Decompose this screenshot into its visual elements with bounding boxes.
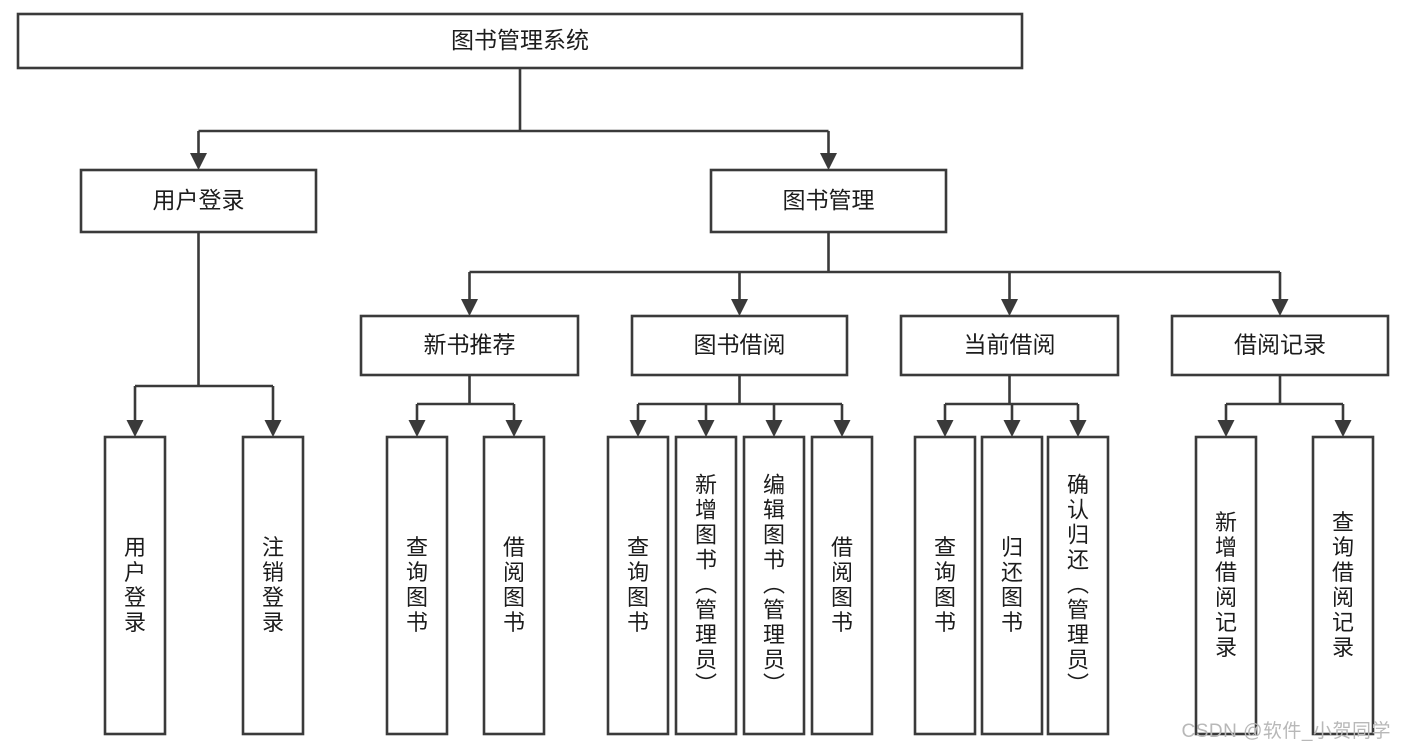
node-label-leaf-borrow-lend: 借阅图书 — [831, 535, 853, 635]
arrow-head-icon — [126, 420, 144, 437]
node-box-leaf-rec-borrow — [482, 435, 546, 736]
node-leaf-borrow-add[interactable]: 新增图书︵管理员︶ — [674, 435, 738, 736]
arrow-head-icon — [1217, 420, 1235, 437]
node-label-new-book-rec: 新书推荐 — [424, 332, 516, 358]
node-box-new-book-rec — [359, 314, 580, 377]
node-label-leaf-record-add: 新增借阅记录 — [1215, 510, 1237, 660]
connectors-layer — [126, 68, 1352, 437]
node-box-book-borrow — [630, 314, 849, 377]
arrow-head-icon — [1001, 299, 1018, 316]
node-label-current-borrow: 当前借阅 — [964, 332, 1056, 358]
arrow-head-icon — [697, 420, 715, 437]
node-box-leaf-current-query — [913, 435, 977, 736]
node-label-leaf-rec-query: 查询图书 — [406, 535, 428, 635]
arrow-head-icon — [936, 420, 954, 437]
node-box-leaf-current-return — [980, 435, 1044, 736]
arrow-head-icon — [1069, 420, 1087, 437]
node-leaf-rec-borrow[interactable]: 借阅图书 — [482, 435, 546, 736]
node-label-root: 图书管理系统 — [451, 27, 589, 53]
node-leaf-current-query[interactable]: 查询图书 — [913, 435, 977, 736]
node-box-leaf-current-confirm — [1046, 435, 1110, 736]
node-user-login[interactable]: 用户登录 — [79, 168, 318, 234]
node-box-borrow-record — [1170, 314, 1390, 377]
node-box-book-manage — [709, 168, 948, 234]
arrow-head-icon — [190, 153, 207, 170]
node-label-leaf-current-confirm: 确认归还︵管理员︶ — [1067, 473, 1089, 698]
node-label-book-manage: 图书管理 — [783, 187, 875, 213]
node-label-leaf-user-logout: 注销登录 — [262, 535, 284, 635]
node-label-leaf-current-query: 查询图书 — [934, 535, 956, 635]
node-leaf-borrow-lend[interactable]: 借阅图书 — [810, 435, 874, 736]
node-leaf-current-return[interactable]: 归还图书 — [980, 435, 1044, 736]
node-box-leaf-borrow-edit — [742, 435, 806, 736]
arrow-head-icon — [1003, 420, 1021, 437]
node-box-leaf-record-add — [1194, 435, 1258, 736]
node-label-leaf-user-login: 用户登录 — [124, 535, 146, 635]
node-label-borrow-record: 借阅记录 — [1234, 332, 1326, 358]
node-root[interactable]: 图书管理系统 — [16, 12, 1024, 70]
node-leaf-rec-query[interactable]: 查询图书 — [385, 435, 449, 736]
arrow-head-icon — [1271, 299, 1289, 316]
node-box-leaf-borrow-query — [606, 435, 670, 736]
node-leaf-record-query[interactable]: 查询借阅记录 — [1311, 435, 1375, 736]
arrow-head-icon — [731, 299, 748, 316]
node-box-current-borrow — [899, 314, 1120, 377]
node-leaf-borrow-edit[interactable]: 编辑图书︵管理员︶ — [742, 435, 806, 736]
arrow-head-icon — [820, 153, 837, 170]
arrow-head-icon — [505, 420, 523, 437]
node-label-user-login: 用户登录 — [153, 187, 245, 213]
node-box-user-login — [79, 168, 318, 234]
node-label-leaf-borrow-edit: 编辑图书︵管理员︶ — [763, 473, 785, 698]
node-label-leaf-borrow-query: 查询图书 — [627, 535, 649, 635]
node-label-leaf-current-return: 归还图书 — [1001, 535, 1023, 635]
arrow-head-icon — [264, 420, 282, 437]
arrow-head-icon — [1334, 420, 1352, 437]
arrow-head-icon — [408, 420, 426, 437]
node-box-leaf-rec-query — [385, 435, 449, 736]
arrow-head-icon — [765, 420, 783, 437]
node-box-root — [16, 12, 1024, 70]
node-current-borrow[interactable]: 当前借阅 — [899, 314, 1120, 377]
node-box-leaf-borrow-add — [674, 435, 738, 736]
watermark-text: CSDN @软件_小贺同学 — [1181, 721, 1391, 742]
arrow-head-icon — [629, 420, 647, 437]
node-box-leaf-user-login — [103, 435, 167, 736]
node-leaf-user-login[interactable]: 用户登录 — [103, 435, 167, 736]
node-label-leaf-borrow-add: 新增图书︵管理员︶ — [695, 473, 717, 698]
node-box-leaf-record-query — [1311, 435, 1375, 736]
node-box-leaf-borrow-lend — [810, 435, 874, 736]
arrow-head-icon — [833, 420, 851, 437]
node-box-leaf-user-logout — [241, 435, 305, 736]
arrow-head-icon — [461, 299, 478, 316]
node-leaf-current-confirm[interactable]: 确认归还︵管理员︶ — [1046, 435, 1110, 736]
node-book-borrow[interactable]: 图书借阅 — [630, 314, 849, 377]
node-label-leaf-rec-borrow: 借阅图书 — [503, 535, 525, 635]
node-label-leaf-record-query: 查询借阅记录 — [1332, 510, 1354, 660]
node-borrow-record[interactable]: 借阅记录 — [1170, 314, 1390, 377]
node-leaf-record-add[interactable]: 新增借阅记录 — [1194, 435, 1258, 736]
node-new-book-rec[interactable]: 新书推荐 — [359, 314, 580, 377]
node-book-manage[interactable]: 图书管理 — [709, 168, 948, 234]
nodes-layer: 图书管理系统用户登录图书管理新书推荐图书借阅当前借阅借阅记录用户登录注销登录查询… — [16, 12, 1390, 736]
node-leaf-borrow-query[interactable]: 查询图书 — [606, 435, 670, 736]
node-label-book-borrow: 图书借阅 — [694, 332, 786, 358]
node-leaf-user-logout[interactable]: 注销登录 — [241, 435, 305, 736]
